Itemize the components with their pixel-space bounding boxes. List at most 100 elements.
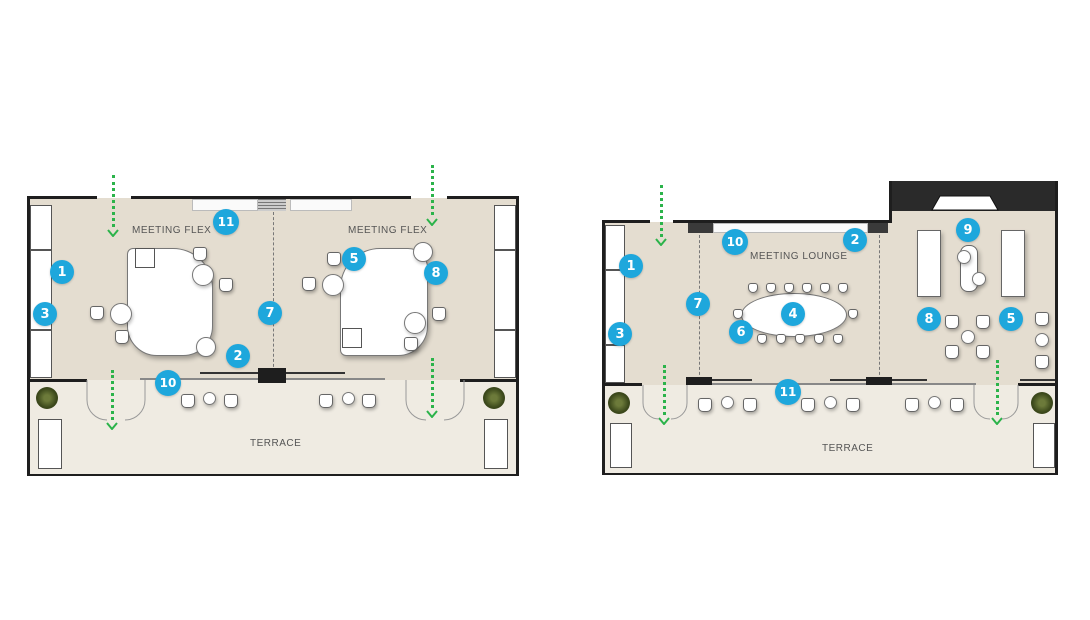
- callout-badge[interactable]: 1: [619, 254, 643, 278]
- wall: [1018, 383, 1056, 386]
- wall-cabinet: [605, 345, 625, 383]
- entry-arrow-icon: [663, 365, 666, 415]
- callout-badge[interactable]: 3: [608, 322, 632, 346]
- lounge-chair-icon: [801, 398, 815, 412]
- window: [290, 199, 352, 211]
- terrace-bench: [610, 423, 632, 468]
- wall-cabinet: [494, 250, 516, 330]
- chair-icon: [90, 306, 104, 320]
- track: [830, 379, 870, 381]
- room-label-meeting-lounge: MEETING LOUNGE: [750, 251, 848, 262]
- planter-icon: [36, 387, 58, 409]
- folding-glass-wall: [686, 383, 976, 385]
- chair-icon: [976, 345, 990, 359]
- chair-icon: [945, 315, 959, 329]
- callout-badge[interactable]: 7: [258, 301, 282, 325]
- side-table: [1035, 333, 1049, 347]
- side-table: [928, 396, 941, 409]
- callout-badge[interactable]: 11: [213, 209, 239, 235]
- phone-stand: [135, 248, 155, 268]
- callout-badge[interactable]: 2: [843, 228, 867, 252]
- tv-console: [866, 377, 892, 385]
- chair-icon: [733, 309, 743, 319]
- wall: [889, 181, 892, 223]
- wall-cabinet: [494, 205, 516, 250]
- wall: [602, 383, 642, 386]
- planter-icon: [483, 387, 505, 409]
- callout-badge[interactable]: 8: [424, 261, 448, 285]
- terrace-bench: [484, 419, 508, 469]
- wall-cabinet: [30, 330, 52, 378]
- entry-arrow-icon: [106, 422, 118, 430]
- entry-arrow-icon: [431, 165, 434, 215]
- wall: [131, 196, 411, 199]
- lounge-chair-icon: [743, 398, 757, 412]
- callout-badge[interactable]: 11: [775, 379, 801, 405]
- wall-cabinet: [30, 205, 52, 250]
- door-swing: [973, 385, 1019, 420]
- lounge-chair-icon: [698, 398, 712, 412]
- callout-badge[interactable]: 3: [33, 302, 57, 326]
- entry-arrow-icon: [112, 175, 115, 227]
- movable-partition-line: [273, 212, 274, 372]
- wall: [516, 196, 519, 476]
- wall: [27, 196, 97, 199]
- conference-chairs-top: [748, 283, 848, 293]
- chair-icon: [115, 330, 129, 344]
- chair-icon: [404, 337, 418, 351]
- callout-badge[interactable]: 6: [729, 320, 753, 344]
- chair-icon: [432, 307, 446, 321]
- movable-partition-line: [879, 235, 880, 380]
- stair-hatch: [258, 199, 286, 211]
- chair-icon: [302, 277, 316, 291]
- wall: [1055, 181, 1058, 475]
- callout-badge[interactable]: 10: [722, 229, 748, 255]
- entry-arrow-icon: [431, 358, 434, 408]
- meeting-flex-area: [30, 198, 518, 380]
- side-table: [957, 250, 971, 264]
- callout-badge[interactable]: 9: [956, 218, 980, 242]
- column: [688, 223, 713, 233]
- conference-chairs-bottom: [757, 334, 843, 344]
- room-label-meeting-flex-left: MEETING FLEX: [132, 225, 212, 236]
- callout-badge[interactable]: 8: [917, 307, 941, 331]
- chair-icon: [848, 309, 858, 319]
- entry-arrow-icon: [658, 417, 670, 425]
- round-table: [110, 303, 132, 325]
- wall: [27, 196, 30, 476]
- entry-arrow-icon: [107, 229, 119, 237]
- planter-icon: [608, 392, 630, 414]
- round-table: [192, 264, 214, 286]
- wall: [602, 220, 650, 223]
- window: [713, 223, 868, 233]
- callout-badge[interactable]: 5: [999, 307, 1023, 331]
- wall: [27, 379, 87, 382]
- wall: [602, 220, 605, 475]
- callout-badge[interactable]: 7: [686, 292, 710, 316]
- wall: [27, 474, 519, 476]
- terrace-bench: [38, 419, 62, 469]
- wall: [602, 473, 1058, 475]
- wall-cabinet: [494, 330, 516, 378]
- room-label-terrace: TERRACE: [250, 438, 302, 449]
- door-swing: [86, 380, 146, 421]
- callout-badge[interactable]: 5: [342, 247, 366, 271]
- floor-plan-left: MEETING FLEX MEETING FLEX TERRACE 1 3 11…: [0, 0, 540, 620]
- entry-arrow-icon: [655, 238, 667, 246]
- wall: [460, 379, 518, 382]
- callout-badge[interactable]: 1: [50, 260, 74, 284]
- lounge-chair-icon: [224, 394, 238, 408]
- door-swing: [642, 385, 688, 420]
- callout-badge[interactable]: 4: [781, 302, 805, 326]
- callout-badge[interactable]: 2: [226, 344, 250, 368]
- entry-arrow-icon: [426, 410, 438, 418]
- chair-icon: [945, 345, 959, 359]
- round-table: [322, 274, 344, 296]
- wall: [447, 196, 519, 199]
- entry-arrow-icon: [991, 417, 1003, 425]
- fireplace-icon: [931, 195, 999, 211]
- phone-stand: [342, 328, 362, 348]
- callout-badge[interactable]: 10: [155, 370, 181, 396]
- round-table: [404, 312, 426, 334]
